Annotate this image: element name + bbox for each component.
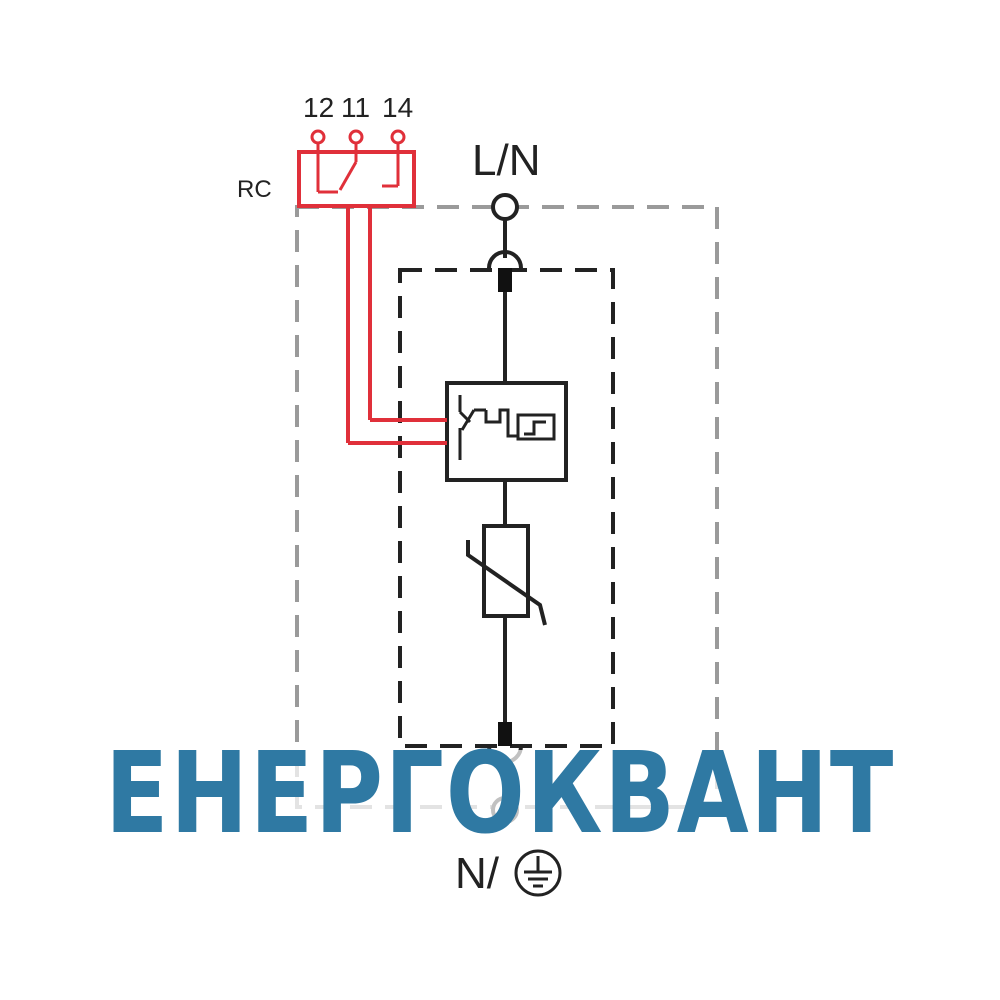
- aux-label-14: 14: [382, 92, 413, 123]
- varistor-icon: [466, 524, 547, 626]
- rc-label: RC: [237, 176, 272, 203]
- thermal-disconnector-icon: [458, 395, 556, 460]
- terminal-label-bottom: N/: [455, 849, 500, 898]
- remote-contact: [297, 150, 447, 445]
- aux-label-11: 11: [341, 92, 370, 123]
- aux-terminals: [310, 129, 406, 145]
- changeover-contact-icon: [316, 143, 400, 194]
- upper-plug-arc: [487, 250, 523, 269]
- upper-plug-contact: [498, 268, 512, 292]
- aux-terminal-12: [310, 129, 326, 145]
- earth-ground-icon: [514, 849, 562, 897]
- watermark-logo: ЕНЕРГОКВАНТ: [105, 729, 895, 859]
- aux-label-12: 12: [303, 92, 334, 123]
- lower-plug-contact: [498, 722, 512, 746]
- terminal-label-top: L/N: [472, 136, 540, 185]
- terminal-top: [491, 193, 519, 221]
- aux-terminal-11: [348, 129, 364, 145]
- watermark-band: [35, 750, 965, 846]
- aux-terminal-14: [390, 129, 406, 145]
